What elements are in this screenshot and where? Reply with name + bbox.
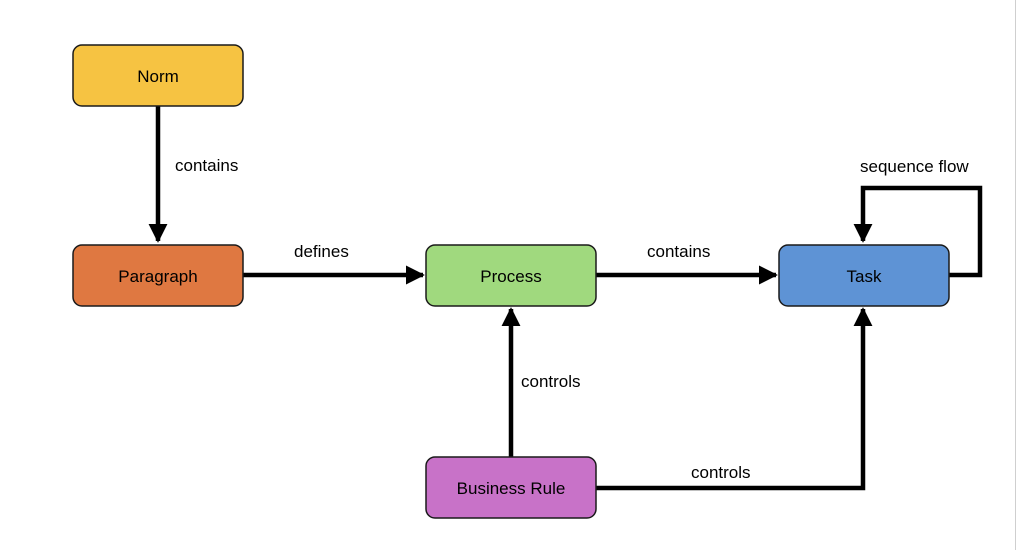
- node-paragraph[interactable]: Paragraph: [72, 244, 244, 307]
- edges: contains defines contains sequence flow …: [148, 106, 983, 491]
- edge-label-sequence-flow: sequence flow: [860, 157, 969, 176]
- node-process-box: [425, 244, 597, 307]
- node-task-label: Task: [847, 267, 882, 286]
- node-process[interactable]: Process: [425, 244, 597, 307]
- node-norm-box: [72, 44, 244, 107]
- node-task-box: [778, 244, 950, 307]
- edge-rule-controls-task: [596, 307, 873, 491]
- node-task[interactable]: Task: [778, 244, 950, 307]
- edge-label-process-contains: contains: [647, 242, 710, 261]
- edge-label-defines: defines: [294, 242, 349, 261]
- node-norm-label: Norm: [137, 67, 179, 86]
- node-paragraph-box: [72, 244, 244, 307]
- node-paragraph-label: Paragraph: [118, 267, 197, 286]
- node-norm[interactable]: Norm: [72, 44, 244, 107]
- edge-label-rule-controls-process: controls: [521, 372, 581, 391]
- node-business-rule[interactable]: Business Rule: [425, 456, 597, 519]
- edge-label-rule-controls-task: controls: [691, 463, 751, 482]
- edge-label-norm-contains: contains: [175, 156, 238, 175]
- node-process-label: Process: [480, 267, 541, 286]
- edge-task-sequence-flow: [853, 185, 983, 278]
- node-business-rule-label: Business Rule: [457, 479, 566, 498]
- node-business-rule-box: [425, 456, 597, 519]
